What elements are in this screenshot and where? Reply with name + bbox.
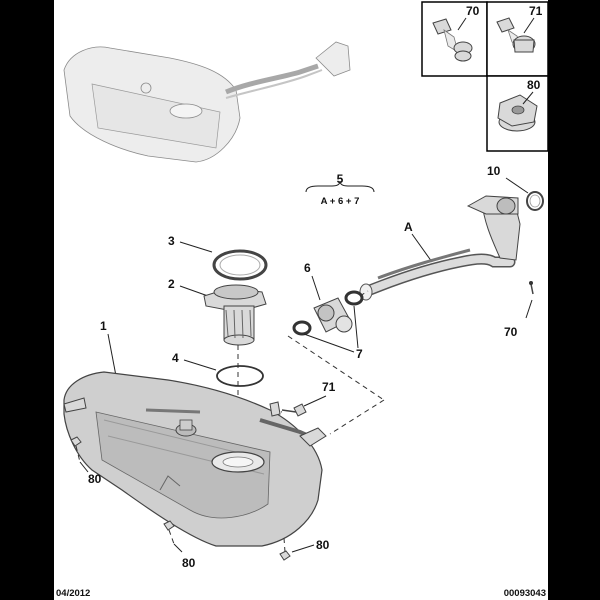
label-80-bottom: 80 bbox=[182, 556, 196, 570]
label-5-formula: A + 6 + 7 bbox=[321, 196, 360, 207]
label-71-mid: 71 bbox=[322, 380, 336, 394]
tank-overview bbox=[63, 41, 351, 163]
locking-ring-3: 3 bbox=[168, 234, 268, 281]
label-10: 10 bbox=[487, 164, 501, 178]
bolt-70-icon bbox=[432, 18, 473, 62]
oring-10: 10 bbox=[487, 164, 544, 211]
label-70-right: 70 bbox=[504, 325, 518, 339]
label-6: 6 bbox=[304, 261, 311, 275]
hose-6-and-clamps-7: 6 7 bbox=[292, 261, 364, 361]
label-A: A bbox=[404, 220, 413, 234]
bolt-71-mid: 71 bbox=[281, 380, 336, 417]
nut-80-bottom: 80 bbox=[163, 520, 196, 570]
footer: 04/2012 00093043 bbox=[56, 588, 546, 599]
label-5: 5 bbox=[337, 172, 344, 186]
label-80-inset: 80 bbox=[527, 78, 541, 92]
fastener-inset: 70 71 80 bbox=[421, 1, 548, 152]
footer-code: 00093043 bbox=[504, 588, 546, 599]
label-2: 2 bbox=[168, 277, 175, 291]
parts-diagram-sheet: 70 71 80 5 A + 6 + 7 10 A bbox=[54, 0, 548, 600]
label-80-right: 80 bbox=[316, 538, 330, 552]
filler-neck-A: A bbox=[359, 195, 521, 301]
nut-80-icon bbox=[497, 94, 538, 132]
screw-70-right: 70 bbox=[504, 281, 534, 339]
label-4: 4 bbox=[172, 351, 179, 365]
label-71-inset: 71 bbox=[529, 4, 543, 18]
label-7: 7 bbox=[356, 347, 363, 361]
diagram-canvas: 70 71 80 5 A + 6 + 7 10 A bbox=[56, 1, 548, 599]
fuel-tank-1: 1 bbox=[63, 319, 327, 547]
label-1: 1 bbox=[100, 319, 107, 333]
callout-5: 5 A + 6 + 7 bbox=[305, 172, 375, 207]
fuel-pump-2: 2 bbox=[168, 277, 267, 346]
label-70-inset: 70 bbox=[466, 4, 480, 18]
nut-80-left: 80 bbox=[70, 436, 102, 486]
nut-80-right: 80 bbox=[279, 537, 330, 561]
label-3: 3 bbox=[168, 234, 175, 248]
footer-date: 04/2012 bbox=[56, 588, 90, 599]
label-80-left: 80 bbox=[88, 472, 102, 486]
bolt-71-icon bbox=[496, 17, 536, 53]
